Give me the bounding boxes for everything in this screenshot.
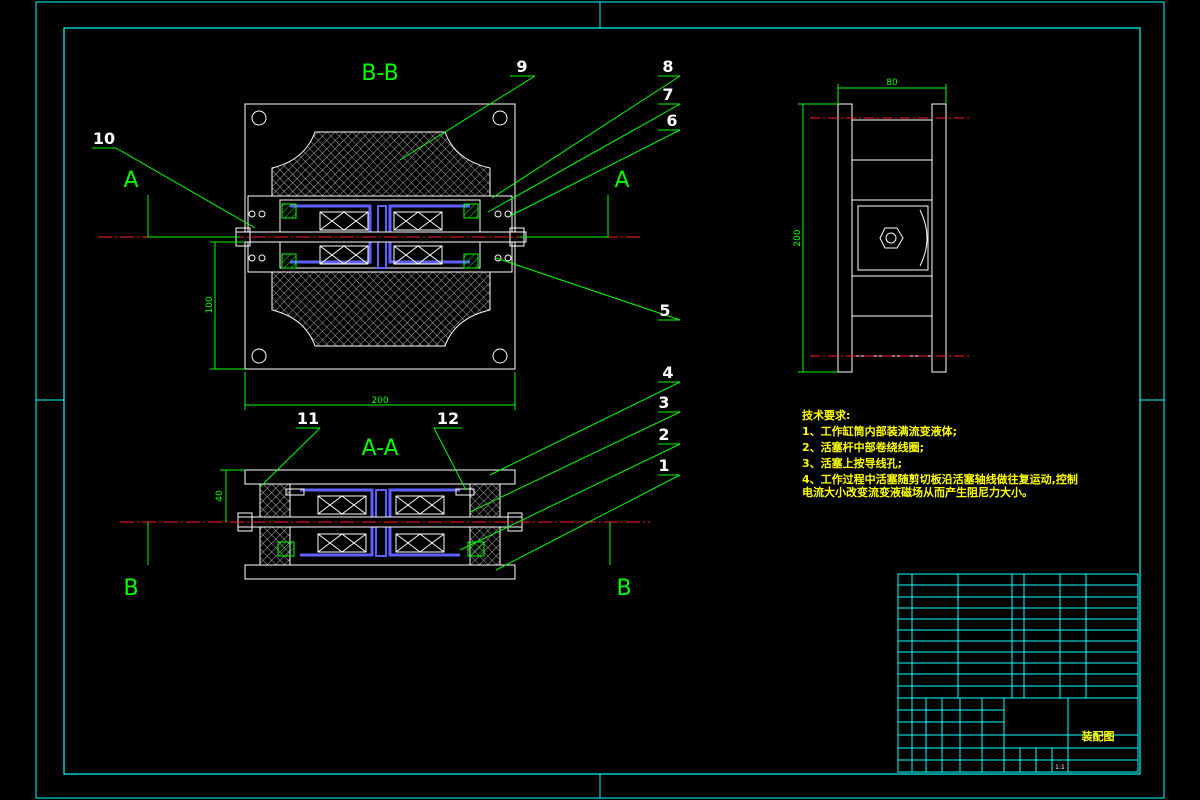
balloon-6: 6 [666,111,677,130]
cut-b-right: B [616,576,631,601]
dim-side-width: 80 [886,78,898,88]
section-aa-label: A-A [361,436,398,461]
section-aa-view [237,469,523,580]
title-block [897,697,1139,773]
dim-side-height: 200 [793,229,803,246]
tech-item-2: 2、活塞杆中部卷绕线圈; [802,440,924,454]
drawing-title: 装配图 [1081,729,1115,743]
cut-b-left: B [123,576,138,601]
bb-dimensions [210,241,516,410]
drawing-scale: 1:1 [1055,764,1065,771]
section-bb-view [235,103,527,370]
dim-top-width: 200 [371,396,388,406]
parts-list [897,573,1139,699]
balloon-8: 8 [662,57,673,76]
dim-top-height: 100 [205,296,215,313]
balloon-2: 2 [658,425,669,444]
balloon-4: 4 [662,363,673,382]
tech-requirements: 技术要求: 1、工作缸筒内部装满流变液体; 2、活塞杆中部卷绕线圈; 3、活塞上… [802,408,1078,499]
tech-item-4-cont: 电流大小改变流变液磁场从而产生阻尼力大小。 [802,485,1033,499]
tech-title: 技术要求: [802,408,850,422]
balloon-11: 11 [297,409,319,428]
balloon-10: 10 [93,129,115,148]
balloon-5: 5 [659,301,670,320]
drawing-frame [35,1,1165,799]
section-a-markers [147,195,609,238]
side-view [798,84,972,373]
balloon-7: 7 [662,85,673,104]
balloon-9: 9 [516,57,527,76]
tech-item-3: 3、活塞上按导线孔; [802,456,902,470]
cut-a-right: A [614,168,629,193]
balloon-3: 3 [658,393,669,412]
section-b-markers [147,522,611,565]
cut-a-left: A [123,168,138,193]
tech-item-1: 1、工作缸筒内部装满流变液体; [802,424,957,438]
balloon-12: 12 [437,409,459,428]
section-bb-label: B-B [361,61,398,86]
tech-item-4: 4、工作过程中活塞随剪切板沿活塞轴线做往复运动,控制 [802,472,1078,486]
dim-front-height: 40 [215,490,225,502]
aa-dimensions [220,469,245,522]
balloon-1: 1 [658,456,669,475]
leader-lines [92,75,681,571]
